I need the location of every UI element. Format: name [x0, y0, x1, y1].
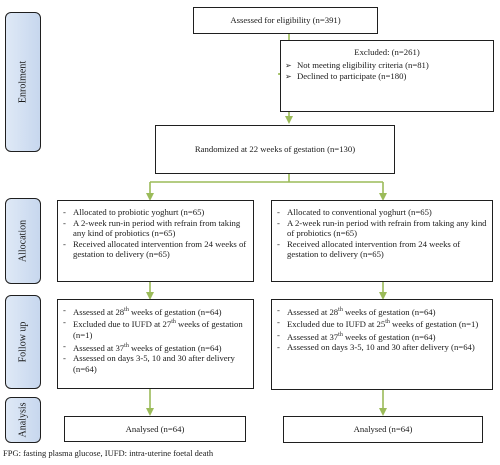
excluded-box: Excluded: (n=261) Not meeting eligibilit…: [280, 40, 494, 112]
analysed-left-text: Analysed (n=64): [125, 423, 185, 434]
list-item: Excluded due to IUFD at 27th weeks of ge…: [63, 317, 248, 340]
section-analysis-label: Analysis: [17, 402, 29, 438]
section-enrolment-label: Enrolment: [17, 60, 29, 104]
randomized-box: Randomized at 22 weeks of gestation (n=1…: [155, 125, 395, 174]
followup-left-box: Assessed at 28th weeks of gestation (n=6…: [57, 299, 254, 389]
assessed-box: Assessed for eligibility (n=391): [193, 7, 378, 34]
list-item: Received allocated intervention from 24 …: [63, 239, 248, 260]
section-allocation-label: Allocation: [17, 219, 29, 263]
assessed-text: Assessed for eligibility (n=391): [230, 15, 341, 26]
allocation-left-box: Allocated to probiotic yoghurt (n=65) A …: [57, 200, 254, 282]
analysed-left-box: Analysed (n=64): [64, 416, 246, 442]
list-item: Assessed at 28th weeks of gestation (n=6…: [277, 305, 487, 317]
list-item: Allocated to probiotic yoghurt (n=65): [63, 207, 248, 218]
analysed-right-text: Analysed (n=64): [353, 424, 413, 435]
list-item: Assessed at 28th weeks of gestation (n=6…: [63, 305, 248, 317]
list-item: Excluded due to IUFD at 25th weeks of ge…: [277, 317, 487, 329]
section-follow-up: Follow up: [5, 295, 41, 389]
allocation-left-list: Allocated to probiotic yoghurt (n=65) A …: [63, 207, 248, 260]
list-item: A 2-week run-in period with refrain from…: [63, 218, 248, 239]
list-item: Assessed at 37th weeks of gestation (n=6…: [63, 341, 248, 353]
allocation-right-box: Allocated to conventional yoghurt (n=65)…: [271, 200, 493, 282]
list-item: Assessed on days 3-5, 10 and 30 after de…: [277, 342, 487, 353]
section-follow-up-label: Follow up: [17, 321, 29, 363]
followup-right-list: Assessed at 28th weeks of gestation (n=6…: [277, 305, 487, 353]
excluded-item: Not meeting eligibility criteria (n=81): [285, 60, 489, 71]
list-item: Allocated to conventional yoghurt (n=65): [277, 207, 487, 218]
followup-left-list: Assessed at 28th weeks of gestation (n=6…: [63, 305, 248, 374]
list-item: Received allocated intervention from 24 …: [277, 239, 487, 260]
randomized-text: Randomized at 22 weeks of gestation (n=1…: [194, 144, 356, 155]
list-item: Assessed at 37th weeks of gestation (n=6…: [277, 330, 487, 342]
excluded-title: Excluded: (n=261): [354, 47, 420, 57]
list-item: Assessed on days 3-5, 10 and 30 after de…: [63, 353, 248, 374]
analysed-right-box: Analysed (n=64): [283, 416, 483, 443]
section-analysis: Analysis: [5, 397, 41, 443]
allocation-right-list: Allocated to conventional yoghurt (n=65)…: [277, 207, 487, 260]
footnote: FPG: fasting plasma glucose, IUFD: intra…: [3, 448, 214, 458]
section-allocation: Allocation: [5, 198, 41, 284]
section-enrolment: Enrolment: [5, 12, 41, 152]
list-item: A 2-week run-in period with refrain from…: [277, 218, 487, 239]
excluded-list: Not meeting eligibility criteria (n=81) …: [285, 60, 489, 82]
followup-right-box: Assessed at 28th weeks of gestation (n=6…: [271, 299, 493, 390]
excluded-item: Declined to participate (n=180): [285, 71, 489, 82]
